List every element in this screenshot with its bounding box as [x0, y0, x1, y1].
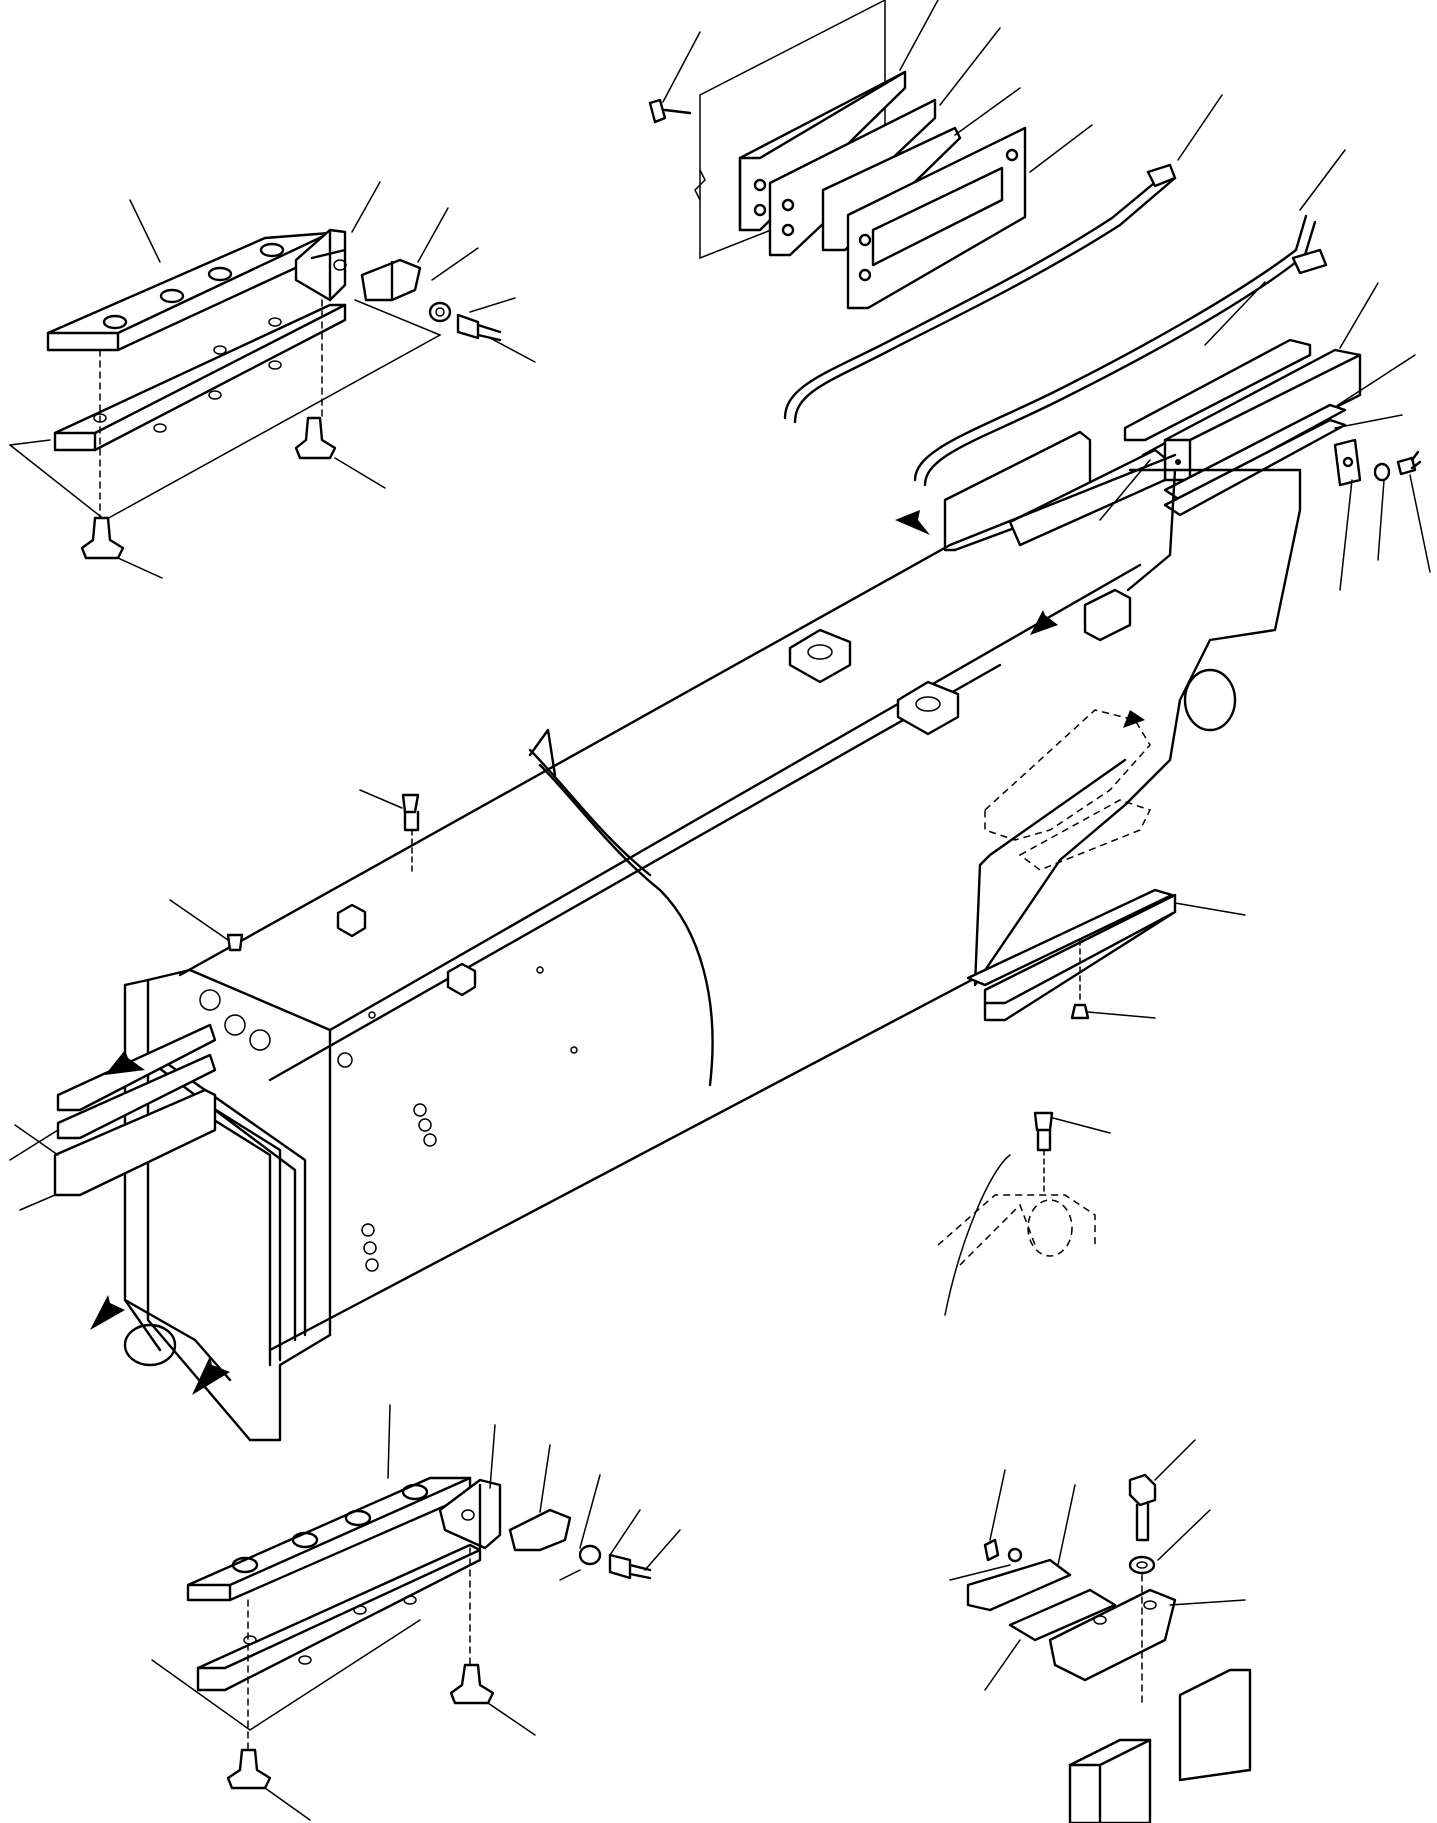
rod-tab: [1291, 248, 1328, 275]
callout-arrow: [1030, 610, 1058, 635]
grease-fitting: [401, 793, 420, 814]
top-right-slide-block-assembly: [943, 281, 1431, 591]
front-frame: [146, 978, 332, 1442]
callout-arrow: [192, 1356, 230, 1395]
screw: [226, 933, 244, 952]
slide-strip: [1123, 338, 1312, 442]
bolt-head: [456, 313, 480, 340]
lever-ghost: [984, 709, 1151, 841]
bolt: [983, 1538, 1000, 1562]
cap-screw: [648, 98, 667, 124]
bolt: [1396, 456, 1417, 476]
block: [1083, 588, 1132, 642]
flat-screw: [294, 416, 337, 460]
rear-pad-upper: [966, 888, 1174, 987]
bottom-right-bracket-assembly: [949, 1439, 1252, 1823]
base-plate: [196, 1543, 482, 1692]
side-plate: [973, 468, 1302, 987]
pad-hole: [207, 266, 233, 282]
flat-screw: [449, 1663, 495, 1705]
top-plate-stack-assembly: [648, 0, 1093, 310]
guide-rod-1: [793, 176, 1177, 424]
shim-plate: [1163, 403, 1347, 502]
frame-gasket: [846, 126, 1027, 310]
grease-fitting-detail: [937, 1111, 1111, 1316]
callout-arrow: [1123, 710, 1145, 728]
pad-hole: [259, 242, 285, 258]
callout-arrow: [90, 1295, 125, 1330]
lower-rear-pad: [966, 888, 1246, 1022]
callout-arrow: [105, 1050, 145, 1075]
top-pad: [788, 628, 852, 684]
washer: [578, 1544, 602, 1566]
top-left-wear-pad-assembly: [9, 181, 536, 579]
front-pad-stack: [56, 1053, 217, 1140]
washer: [1373, 462, 1391, 482]
bolt: [1070, 1003, 1090, 1020]
shim-plate: [1163, 418, 1347, 517]
flat-screw: [226, 1748, 272, 1790]
boom-section: [9, 453, 1302, 1442]
washer: [1007, 1547, 1023, 1563]
flat-screw: [80, 516, 125, 560]
bolt-head: [608, 1553, 632, 1580]
clip-left: [966, 1558, 1072, 1612]
block: [336, 903, 367, 938]
rod-tab: [1146, 163, 1177, 188]
boom-top-edge: [178, 453, 1177, 977]
pin-hole: [1183, 668, 1237, 732]
block: [446, 962, 477, 997]
top-pad: [896, 680, 960, 736]
end-plate: [1333, 438, 1362, 487]
clip-plate: [508, 1508, 572, 1552]
mount-block: [1178, 1668, 1252, 1782]
pad-hole: [159, 288, 185, 304]
grease-fitting: [1033, 1111, 1054, 1132]
washer: [1128, 1555, 1156, 1575]
hex-bolt: [1128, 1473, 1157, 1507]
angle-bracket: [438, 1478, 502, 1550]
mount-block: [1068, 1738, 1152, 1823]
pin-eye: [123, 1323, 177, 1367]
break-line: [538, 763, 714, 1087]
angle-bracket: [1048, 1588, 1177, 1682]
clip-right: [1008, 1588, 1117, 1642]
washer: [428, 301, 452, 323]
callout-arrow: [895, 510, 930, 535]
pad-hole: [102, 314, 128, 330]
bottom-left-wear-pad-assembly: [151, 1404, 681, 1821]
angle-bracket: [294, 228, 347, 302]
boom-bottom-edge: [268, 963, 1002, 1352]
